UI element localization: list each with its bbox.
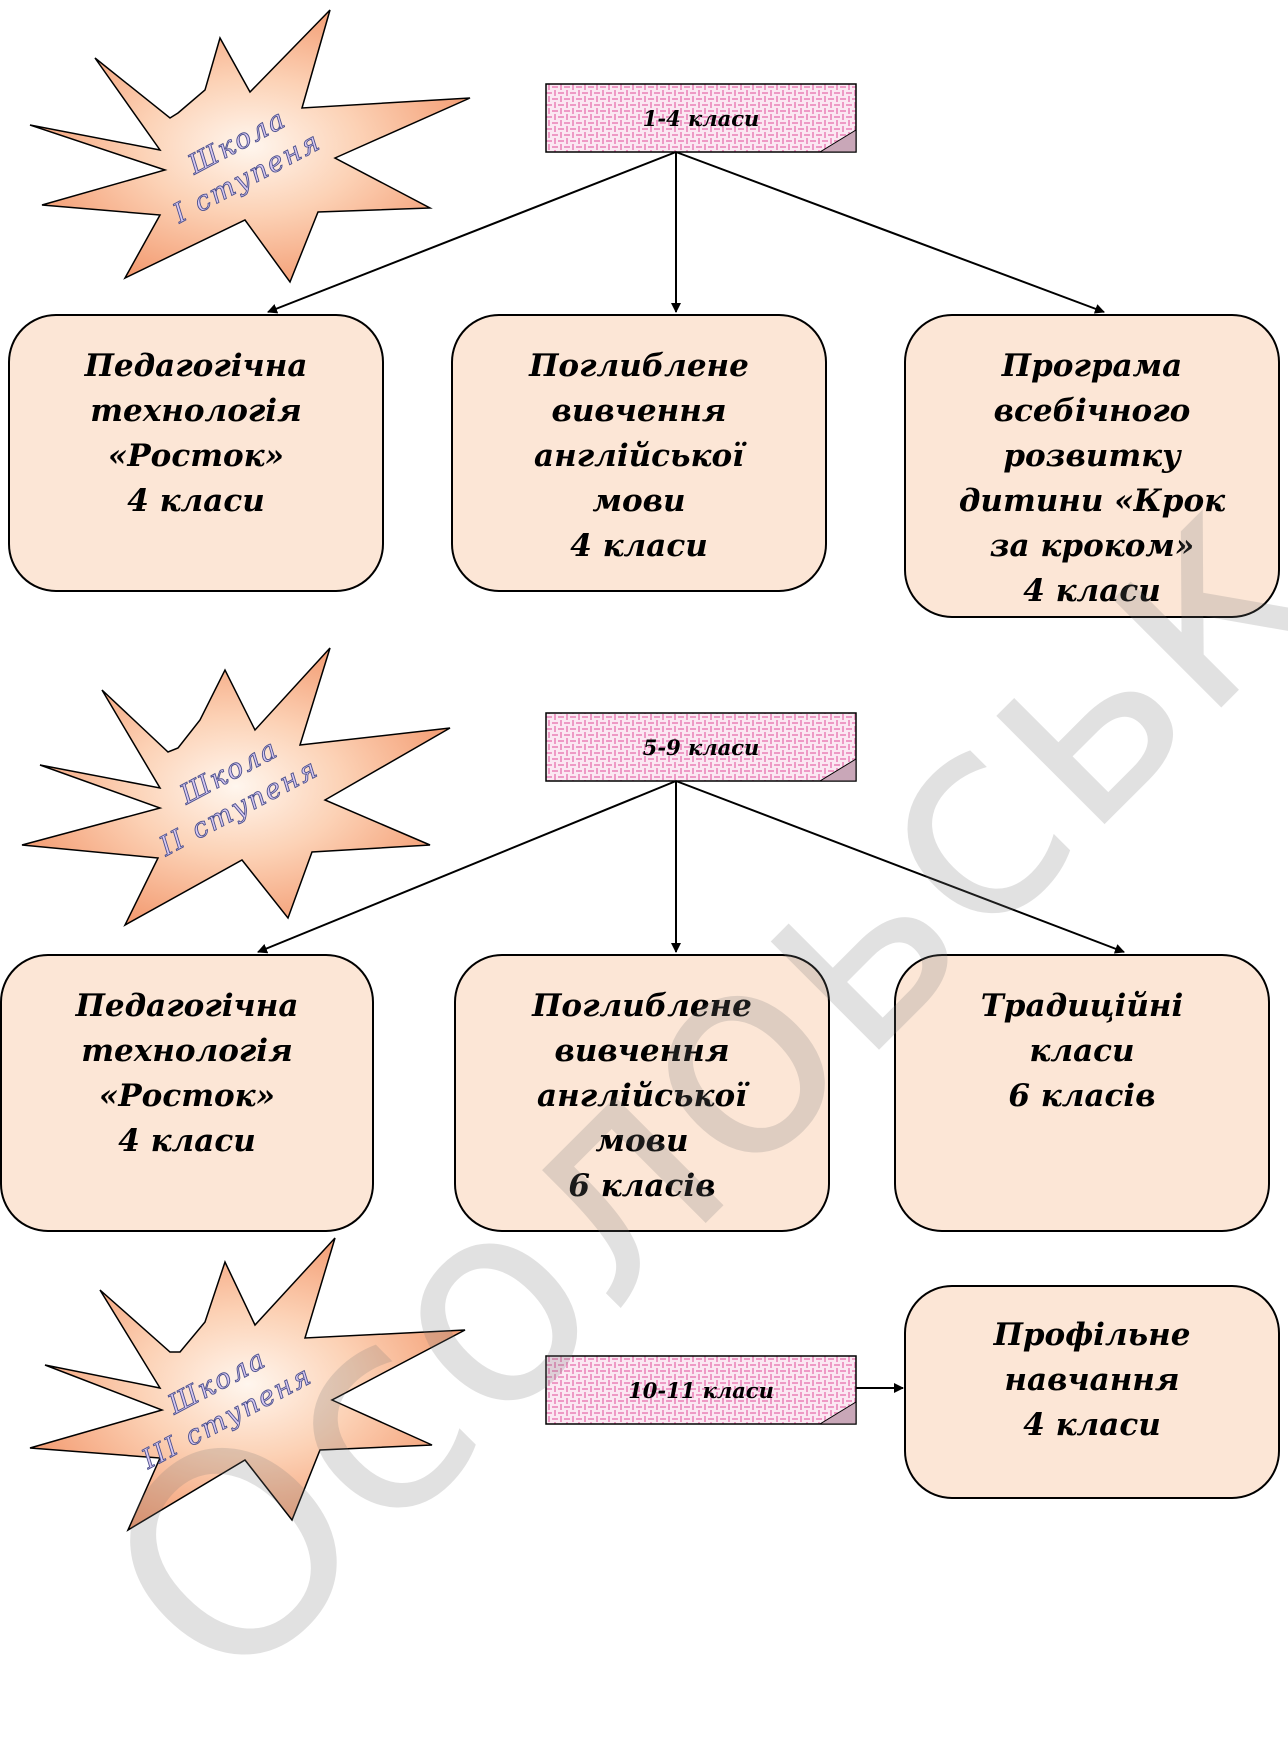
box-line: Традиційні bbox=[980, 988, 1184, 1024]
box-line: Профільне bbox=[993, 1317, 1191, 1353]
box-line: мови bbox=[592, 483, 686, 519]
program-box: Програма всебічного розвитку дитини «Кро… bbox=[904, 314, 1280, 618]
grades-label-text: 1-4 класи bbox=[642, 105, 760, 131]
box-line: 4 класи bbox=[1023, 1407, 1161, 1443]
program-box: Поглиблене вивчення англійської мови 6 к… bbox=[454, 954, 830, 1232]
box-line: 6 класів bbox=[1008, 1078, 1156, 1114]
box-line: дитини «Крок bbox=[958, 483, 1226, 519]
program-box: Педагогічна технологія «Росток» 4 класи bbox=[0, 954, 374, 1232]
program-box: Поглиблене вивчення англійської мови 4 к… bbox=[451, 314, 827, 592]
starburst-shape bbox=[21, 647, 451, 927]
grades-label-5-9: 5-9 класи bbox=[546, 713, 856, 781]
box-line: вивчення bbox=[554, 1033, 730, 1069]
grades-label-text: 10-11 класи bbox=[628, 1377, 774, 1403]
box-line: мови bbox=[595, 1123, 689, 1159]
starburst-shape bbox=[29, 1237, 466, 1532]
connector-arrow bbox=[675, 151, 1105, 314]
box-line: 6 класів bbox=[568, 1168, 716, 1204]
grades-label-text: 5-9 класи bbox=[642, 734, 760, 760]
box-line: за кроком» bbox=[989, 528, 1195, 564]
box-line: 4 класи bbox=[570, 528, 708, 564]
box-line: 4 класи bbox=[1023, 573, 1161, 609]
box-line: «Росток» bbox=[98, 1078, 276, 1114]
box-line: 4 класи bbox=[118, 1123, 256, 1159]
box-line: «Росток» bbox=[107, 438, 285, 474]
box-line: технологія bbox=[81, 1033, 293, 1069]
connector-arrow bbox=[675, 780, 1125, 954]
box-line: англійської bbox=[537, 1078, 747, 1114]
box-line: Педагогічна bbox=[75, 988, 299, 1024]
box-line: Педагогічна bbox=[84, 348, 308, 384]
box-line: Поглиблене bbox=[529, 348, 749, 384]
diagram-canvas: Школа І ступеня Школа ІІ ступеня Школа І… bbox=[21, 9, 1125, 1532]
box-line: класи bbox=[1029, 1033, 1135, 1069]
box-line: технологія bbox=[90, 393, 302, 429]
grades-label-1-4: 1-4 класи bbox=[546, 84, 856, 152]
grades-label-10-11: 10-11 класи bbox=[546, 1356, 856, 1424]
grades-label-box bbox=[545, 1355, 857, 1425]
box-line: вивчення bbox=[551, 393, 727, 429]
connector-arrow bbox=[267, 151, 677, 314]
program-box: Традиційні класи 6 класів bbox=[894, 954, 1270, 1232]
box-line: 4 класи bbox=[127, 483, 265, 519]
folded-corner bbox=[818, 1401, 857, 1425]
box-line: Програма bbox=[1001, 348, 1183, 384]
connector-arrow bbox=[257, 780, 677, 954]
box-line: навчання bbox=[1004, 1362, 1180, 1398]
box-line: всебічного bbox=[993, 393, 1191, 429]
program-box: Педагогічна технологія «Росток» 4 класи bbox=[8, 314, 384, 592]
box-line: розвитку bbox=[1003, 438, 1181, 474]
box-line: англійської bbox=[534, 438, 744, 474]
folded-corner bbox=[818, 129, 857, 153]
grades-label-box bbox=[545, 83, 857, 153]
program-box: Профільне навчання 4 класи bbox=[904, 1285, 1280, 1499]
box-line: Поглиблене bbox=[532, 988, 752, 1024]
folded-corner bbox=[818, 758, 857, 782]
starburst-shape bbox=[29, 9, 471, 284]
grades-label-box bbox=[545, 712, 857, 782]
